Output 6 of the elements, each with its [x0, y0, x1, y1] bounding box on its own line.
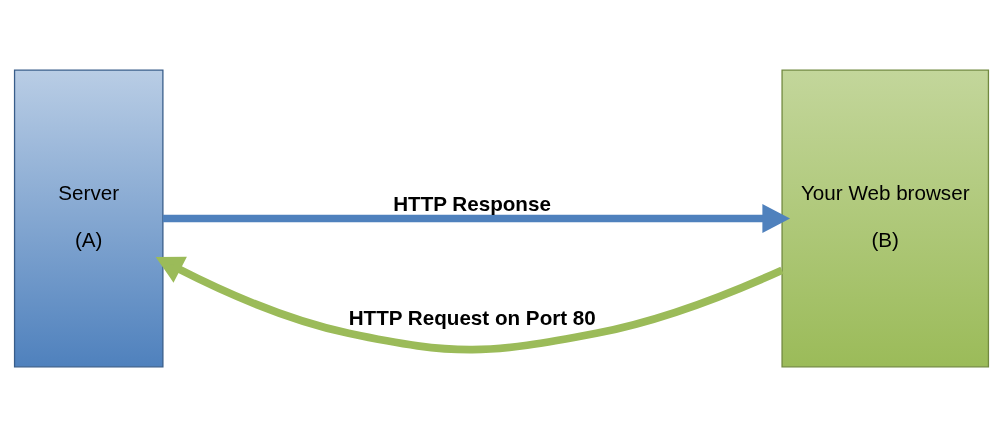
arrow [155, 256, 784, 354]
edge-label: HTTP Response [393, 191, 551, 215]
node-box: Server (A) [13, 69, 164, 368]
edge-label: HTTP Request on Port 80 [348, 306, 596, 330]
arrow [162, 203, 791, 234]
node-box: Your Web browser (B) [781, 69, 990, 368]
